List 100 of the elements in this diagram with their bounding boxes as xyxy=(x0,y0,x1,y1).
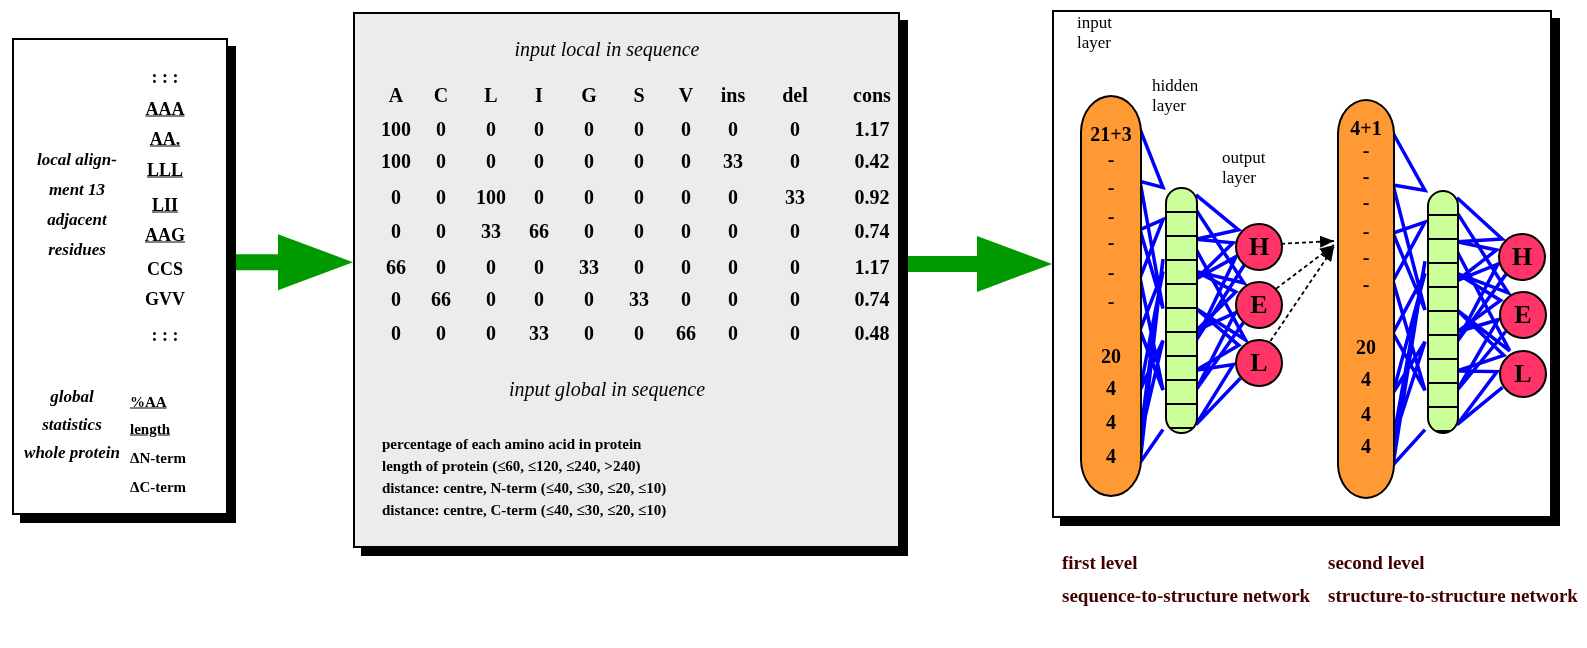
profile-value: 0 xyxy=(534,255,544,279)
feature-line: distance: centre, N-term (≤40, ≤30, ≤20, ≤10) xyxy=(382,479,667,497)
alignment-row: LII xyxy=(152,194,178,216)
column-heading: ins xyxy=(720,83,746,107)
profile-value: 0 xyxy=(681,219,691,243)
profile-value: 0.48 xyxy=(854,321,890,345)
unit-value: - xyxy=(1107,230,1115,254)
profile-value: 0 xyxy=(790,117,800,141)
profile-value: 0 xyxy=(681,185,691,209)
statistic-name: ΔC-term xyxy=(130,478,187,496)
profile-value: 1.17 xyxy=(854,117,890,141)
statistic-name: %AA xyxy=(130,393,167,411)
output-class-letter: H xyxy=(1248,232,1270,262)
profile-value: 0 xyxy=(486,255,496,279)
column-heading: V xyxy=(678,83,694,107)
profile-value: 0 xyxy=(584,117,594,141)
connection-line xyxy=(1455,250,1512,427)
output-class-letter: L xyxy=(1250,348,1268,378)
alignment-row: LLL xyxy=(147,159,183,181)
column-heading: I xyxy=(535,83,543,107)
hidden-layer-bar xyxy=(1165,187,1198,434)
profile-value: 0 xyxy=(486,117,496,141)
column-heading: del xyxy=(782,83,808,107)
unit-value: - xyxy=(1362,190,1370,214)
profile-value: 0 xyxy=(634,149,644,173)
profile-value: 0 xyxy=(436,219,446,243)
statistic-name: length xyxy=(130,420,170,438)
output-unit-circle xyxy=(1235,339,1283,387)
profile-value: 0 xyxy=(790,255,800,279)
profile-value: 0 xyxy=(728,321,738,345)
unit-value: 20 xyxy=(1101,344,1121,368)
unit-value: - xyxy=(1107,147,1115,171)
profile-value: 0 xyxy=(391,185,401,209)
profile-value: 0 xyxy=(584,149,594,173)
dashed-arrow xyxy=(1269,246,1335,342)
network-caption: second level structure-to-structure network xyxy=(1328,551,1578,608)
unit-value: 4 xyxy=(1106,444,1116,468)
input-description: local align-ment 13 adjacent residues xyxy=(36,149,118,261)
connection-line xyxy=(1194,248,1251,427)
profile-value: 0 xyxy=(584,287,594,311)
profile-value: 0 xyxy=(436,185,446,209)
profile-value: 33 xyxy=(785,185,805,209)
dashed-arrow xyxy=(1275,244,1335,290)
layer-label: output layer xyxy=(1222,148,1267,188)
unit-value: 4 xyxy=(1361,434,1371,458)
profile-value: 0 xyxy=(436,149,446,173)
profile-value: 66 xyxy=(676,321,696,345)
profile-value: 0.92 xyxy=(854,185,890,209)
unit-value: - xyxy=(1107,204,1115,228)
unit-value: - xyxy=(1362,272,1370,296)
unit-value: 20 xyxy=(1356,335,1376,359)
unit-count: 21+3 xyxy=(1090,122,1132,146)
unit-value: 4 xyxy=(1106,410,1116,434)
profile-value: 33 xyxy=(529,321,549,345)
alignment-row: AAA xyxy=(145,98,185,120)
output-class-letter: L xyxy=(1514,359,1532,389)
column-heading: G xyxy=(581,83,597,107)
unit-value: - xyxy=(1362,164,1370,188)
profile-value: 0 xyxy=(634,219,644,243)
profile-value: 0 xyxy=(436,321,446,345)
input-description: global statistics whole protein xyxy=(23,386,121,464)
profile-value: 0 xyxy=(391,287,401,311)
unit-value: 4 xyxy=(1106,376,1116,400)
profile-value: 0 xyxy=(728,255,738,279)
profile-value: 100 xyxy=(381,149,411,173)
output-unit-circle xyxy=(1235,223,1283,271)
profile-value: 66 xyxy=(431,287,451,311)
unit-value: - xyxy=(1362,219,1370,243)
unit-value: - xyxy=(1362,245,1370,269)
column-heading: A xyxy=(388,83,404,107)
profile-value: 0 xyxy=(634,117,644,141)
column-heading: C xyxy=(433,83,449,107)
profile-value: 0 xyxy=(391,219,401,243)
profile-value: 0 xyxy=(634,185,644,209)
profile-value: 0 xyxy=(534,185,544,209)
profile-value: 100 xyxy=(476,185,506,209)
column-heading: S xyxy=(633,83,645,107)
profile-value: 0 xyxy=(634,255,644,279)
profile-value: 0 xyxy=(681,149,691,173)
profile-value: 0.74 xyxy=(854,219,890,243)
layer-label: input layer xyxy=(1077,13,1113,53)
profile-value: 0 xyxy=(728,185,738,209)
output-class-letter: E xyxy=(1250,290,1268,320)
alignment-row: GVV xyxy=(145,288,185,310)
unit-value: 4 xyxy=(1361,367,1371,391)
output-unit-circle xyxy=(1498,233,1546,281)
alignment-row: AAG xyxy=(145,224,185,246)
layer-label: hidden layer xyxy=(1152,76,1200,116)
profile-value: 0 xyxy=(681,287,691,311)
output-class-letter: E xyxy=(1514,300,1532,330)
output-unit-circle xyxy=(1235,281,1283,329)
alignment-row: : : : xyxy=(151,66,179,88)
profile-value: 33 xyxy=(629,287,649,311)
unit-value: - xyxy=(1107,260,1115,284)
profile-value: 100 xyxy=(381,117,411,141)
profile-value: 0 xyxy=(728,117,738,141)
column-heading: cons xyxy=(853,83,891,107)
output-unit-circle xyxy=(1499,350,1547,398)
profile-value: 0 xyxy=(790,149,800,173)
profile-value: 0 xyxy=(391,321,401,345)
